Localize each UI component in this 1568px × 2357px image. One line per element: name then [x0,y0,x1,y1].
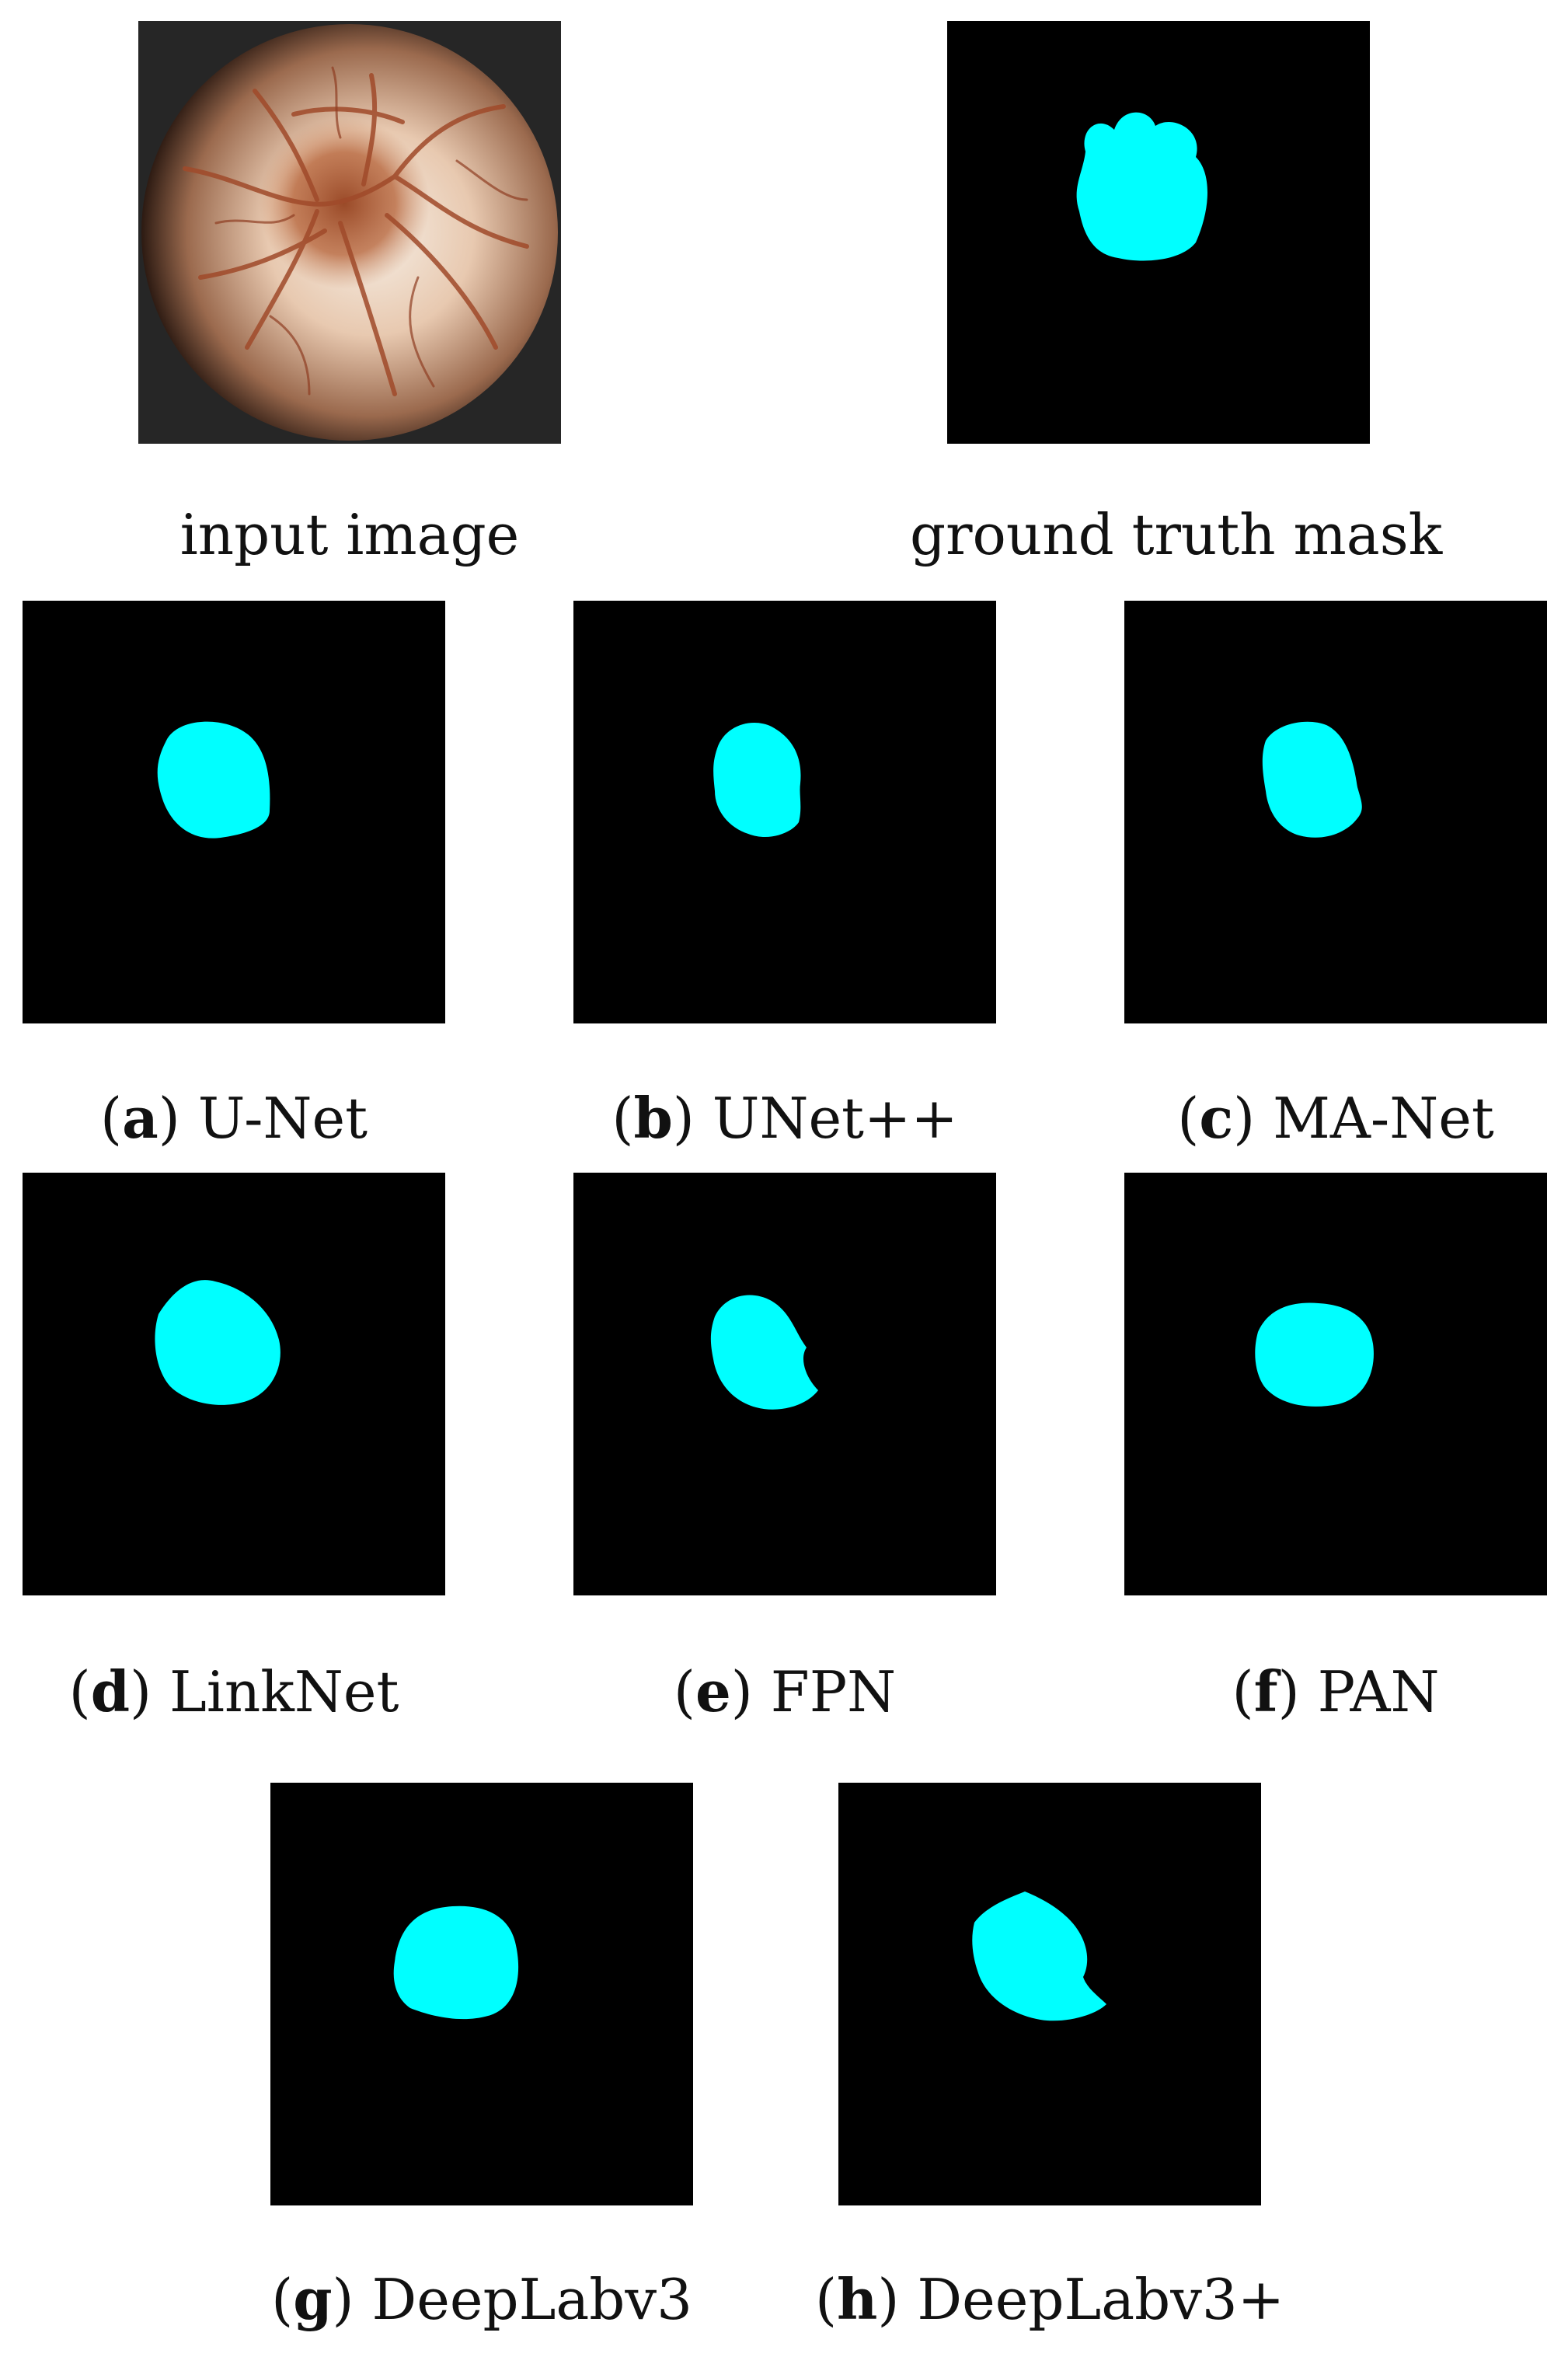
caption-input-image: input image [179,502,520,567]
panel-h [838,1783,1261,2205]
panel-e [573,1173,996,1595]
caption-f: (f) PAN [1232,1658,1440,1724]
caption-b: (b) UNet++ [612,1085,958,1151]
mask-shape [1076,112,1207,261]
mask-shape [972,1892,1106,2021]
mask-shape [155,1280,280,1405]
mask-shape [710,1295,818,1410]
caption-c: (c) MA-Net [1177,1085,1494,1151]
mask-shape [393,1905,519,2020]
panel-c [1124,601,1547,1023]
mask-shape [1255,1302,1374,1407]
panel-d [23,1173,445,1595]
caption-d: (d) LinkNet [68,1658,399,1724]
input-image [138,21,561,444]
panel-a [23,601,445,1023]
panel-b [573,601,996,1023]
caption-h: (h) DeepLabv3+ [814,2266,1285,2332]
mask-shape [713,723,801,838]
mask-shape [1262,721,1362,838]
mask-shape [157,721,270,839]
fundus-photo-icon [138,21,561,444]
panel-f [1124,1173,1547,1595]
caption-ground-truth-mask: ground truth mask [910,502,1443,567]
caption-e: (e) FPN [673,1658,897,1724]
caption-a: (a) U-Net [99,1085,368,1151]
caption-g: (g) DeepLabv3 [271,2266,692,2332]
panel-g [270,1783,693,2205]
ground-truth-mask [947,21,1370,444]
